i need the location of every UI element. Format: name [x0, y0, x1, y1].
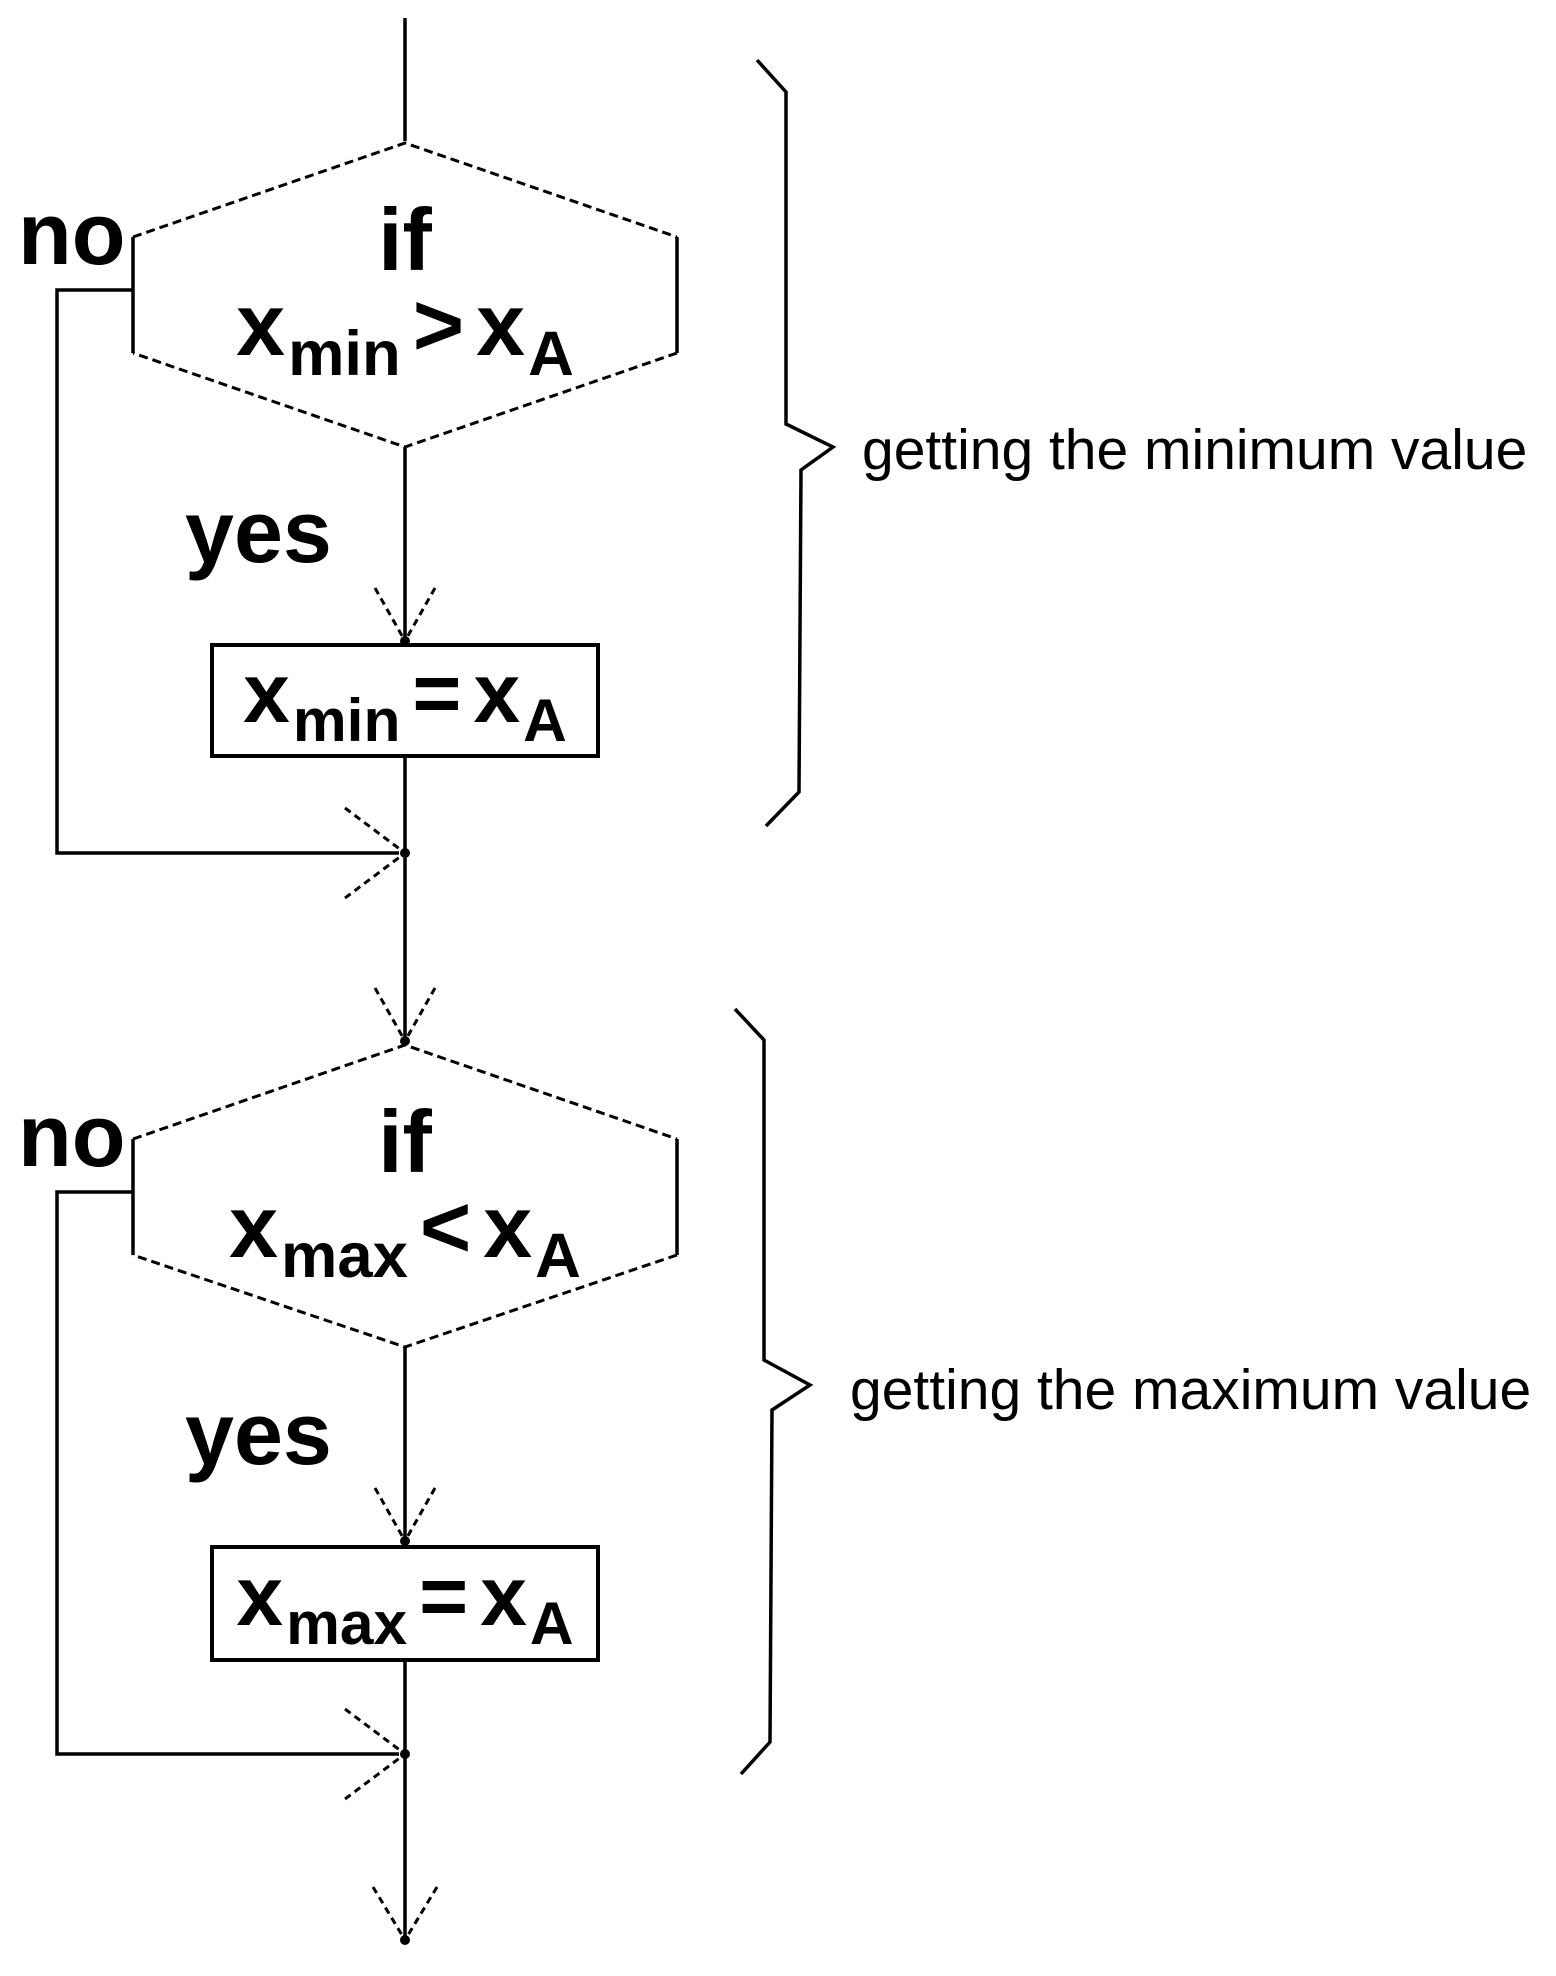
- arrowhead-right-merge-min: [344, 806, 406, 900]
- condition-min-lhs: x: [236, 275, 286, 374]
- process-max-formula: xmax=xA: [236, 1554, 573, 1654]
- process-box-max: xmax=xA: [210, 1545, 600, 1662]
- no-label-max: no: [18, 1086, 126, 1185]
- arrowhead-down-final: [371, 1886, 439, 1941]
- process-min-lhs-sub: min: [292, 685, 401, 754]
- junction-dot-decision-max: [400, 1036, 410, 1046]
- process-max-lhs-sub: max: [286, 1588, 408, 1657]
- yes-label-min: yes: [185, 482, 332, 581]
- process-min-lhs: x: [243, 645, 290, 740]
- process-min-rhs: x: [473, 645, 521, 740]
- condition-max-lhs-sub: max: [281, 1221, 408, 1292]
- condition-max-formula: xmax<xA: [229, 1177, 581, 1288]
- arrowhead-right-merge-max: [344, 1707, 406, 1801]
- process-box-min: xmin=xA: [210, 643, 600, 758]
- junction-dot-final: [400, 1935, 410, 1945]
- brace-min: [755, 58, 837, 828]
- if-label-max-wrap: if: [133, 1098, 677, 1186]
- condition-min-operator: >: [412, 275, 465, 374]
- no-branch-line-min: [55, 288, 399, 855]
- process-min-rhs-sub: A: [523, 685, 567, 754]
- arrowhead-down-into-box-min: [373, 587, 437, 642]
- condition-max: xmax<xA: [133, 1183, 677, 1289]
- annotation-max: getting the maximum value: [850, 1358, 1532, 1422]
- process-max-operator: =: [419, 1548, 469, 1643]
- annotation-min: getting the minimum value: [862, 418, 1528, 482]
- condition-min-formula: xmin>xA: [236, 275, 574, 386]
- arrowhead-down-into-decision-max: [373, 987, 437, 1042]
- condition-min-lhs-sub: min: [288, 319, 401, 390]
- process-min-operator: =: [412, 645, 462, 740]
- condition-max-rhs-sub: A: [535, 1221, 581, 1292]
- process-max-rhs-sub: A: [529, 1588, 574, 1657]
- yes-label-max: yes: [185, 1384, 332, 1483]
- condition-max-operator: <: [419, 1177, 472, 1276]
- decision-hexagon-min-diagonals: [132, 141, 678, 449]
- junction-dot-box-max: [400, 1536, 410, 1546]
- junction-dot-merge-min: [400, 848, 410, 858]
- process-max-rhs: x: [480, 1548, 527, 1643]
- condition-min-rhs-sub: A: [528, 319, 574, 390]
- condition-min-rhs: x: [476, 275, 526, 374]
- condition-min: xmin>xA: [133, 281, 677, 387]
- process-max-lhs: x: [236, 1548, 284, 1643]
- arrowhead-down-into-box-max: [373, 1487, 437, 1542]
- no-branch-line-max: [55, 1190, 399, 1756]
- process-min-formula: xmin=xA: [243, 651, 567, 751]
- if-label-max: if: [378, 1092, 432, 1191]
- junction-dot-merge-max: [400, 1749, 410, 1759]
- condition-max-lhs: x: [229, 1177, 279, 1276]
- condition-max-rhs: x: [483, 1177, 533, 1276]
- no-label-min: no: [18, 184, 126, 283]
- if-label-min: if: [378, 190, 432, 289]
- if-label-min-wrap: if: [133, 196, 677, 284]
- brace-max: [733, 1007, 814, 1776]
